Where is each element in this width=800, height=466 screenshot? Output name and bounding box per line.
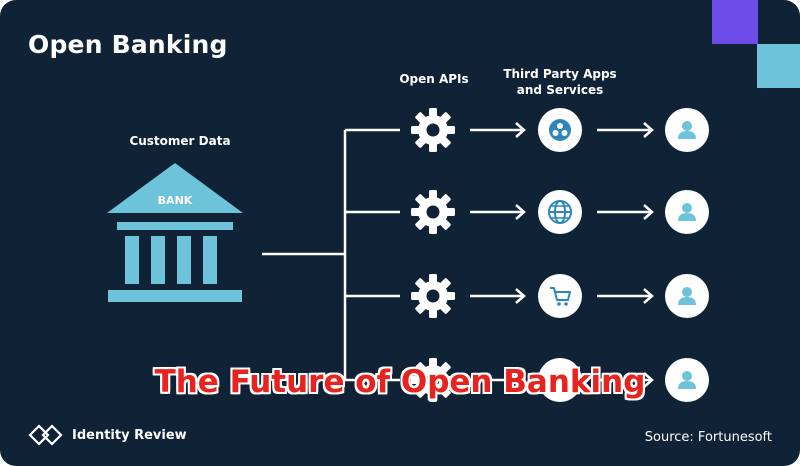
customer-data-label: Customer Data	[129, 134, 231, 148]
arrow-icon	[470, 288, 526, 304]
flow-row	[411, 274, 709, 318]
open-apis-label: Open APIs	[399, 72, 469, 86]
user-icon	[665, 190, 709, 234]
arrow-icon	[470, 204, 526, 220]
bird-icon	[538, 358, 582, 402]
decor-teal-square	[757, 44, 800, 88]
gear-icon	[411, 274, 455, 318]
brand: Identity Review	[28, 424, 187, 446]
bank-icon: BANK	[107, 163, 243, 302]
arrow-icon	[597, 372, 654, 388]
gear-icon	[411, 190, 455, 234]
connector-lines	[262, 128, 400, 382]
arrow-icon	[597, 122, 654, 138]
arrow-icon	[597, 204, 654, 220]
source-credit: Source: Fortunesoft	[644, 430, 772, 445]
user-icon	[665, 108, 709, 152]
globe-icon	[538, 190, 582, 234]
flow-row	[411, 108, 709, 152]
gear-icon	[411, 358, 455, 402]
flow-row	[411, 190, 709, 234]
gear-icon	[411, 108, 455, 152]
cart-icon	[538, 274, 582, 318]
bank-label: BANK	[158, 194, 193, 207]
rows	[411, 108, 709, 402]
overlay-headline: The Future of Open Banking	[154, 364, 646, 400]
dots-circle-icon	[538, 108, 582, 152]
decor-purple-square	[712, 0, 758, 44]
brand-name: Identity Review	[72, 427, 187, 443]
third-party-label: Third Party Apps and Services	[503, 67, 617, 97]
arrow-icon	[597, 288, 654, 304]
arrow-icon	[470, 372, 526, 388]
arrow-icon	[470, 122, 526, 138]
user-icon	[665, 358, 709, 402]
user-icon	[665, 274, 709, 318]
flow-row	[411, 358, 709, 402]
identity-review-logo-icon	[28, 424, 63, 446]
page-title: Open Banking	[28, 30, 228, 59]
